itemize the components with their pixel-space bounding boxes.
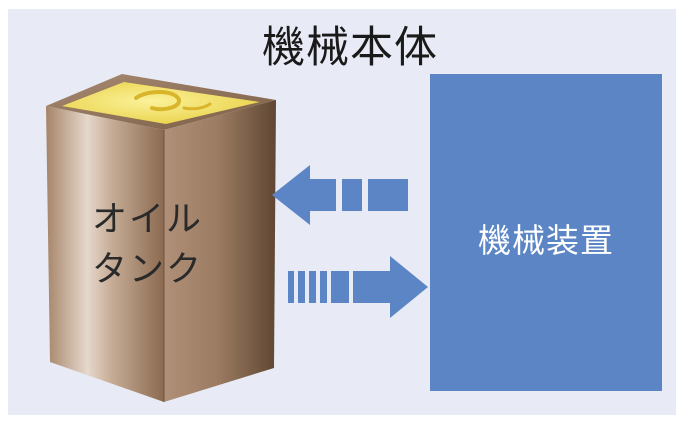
oil-tank-label-line1: オイル [92,200,204,240]
oil-tank: オイル タンク [44,68,280,408]
machine-device-box: 機械装置 [430,74,662,391]
oil-surface [62,82,260,124]
supply-arrow-right [288,256,428,318]
machine-device-label: 機械装置 [478,221,614,260]
oil-tank-illustration [46,74,276,402]
return-arrow-left [272,165,408,225]
oil-tank-label-line2: タンク [92,250,204,290]
oil-tank-label: オイル タンク [92,195,242,295]
diagram-title: 機械本体 [262,23,438,73]
